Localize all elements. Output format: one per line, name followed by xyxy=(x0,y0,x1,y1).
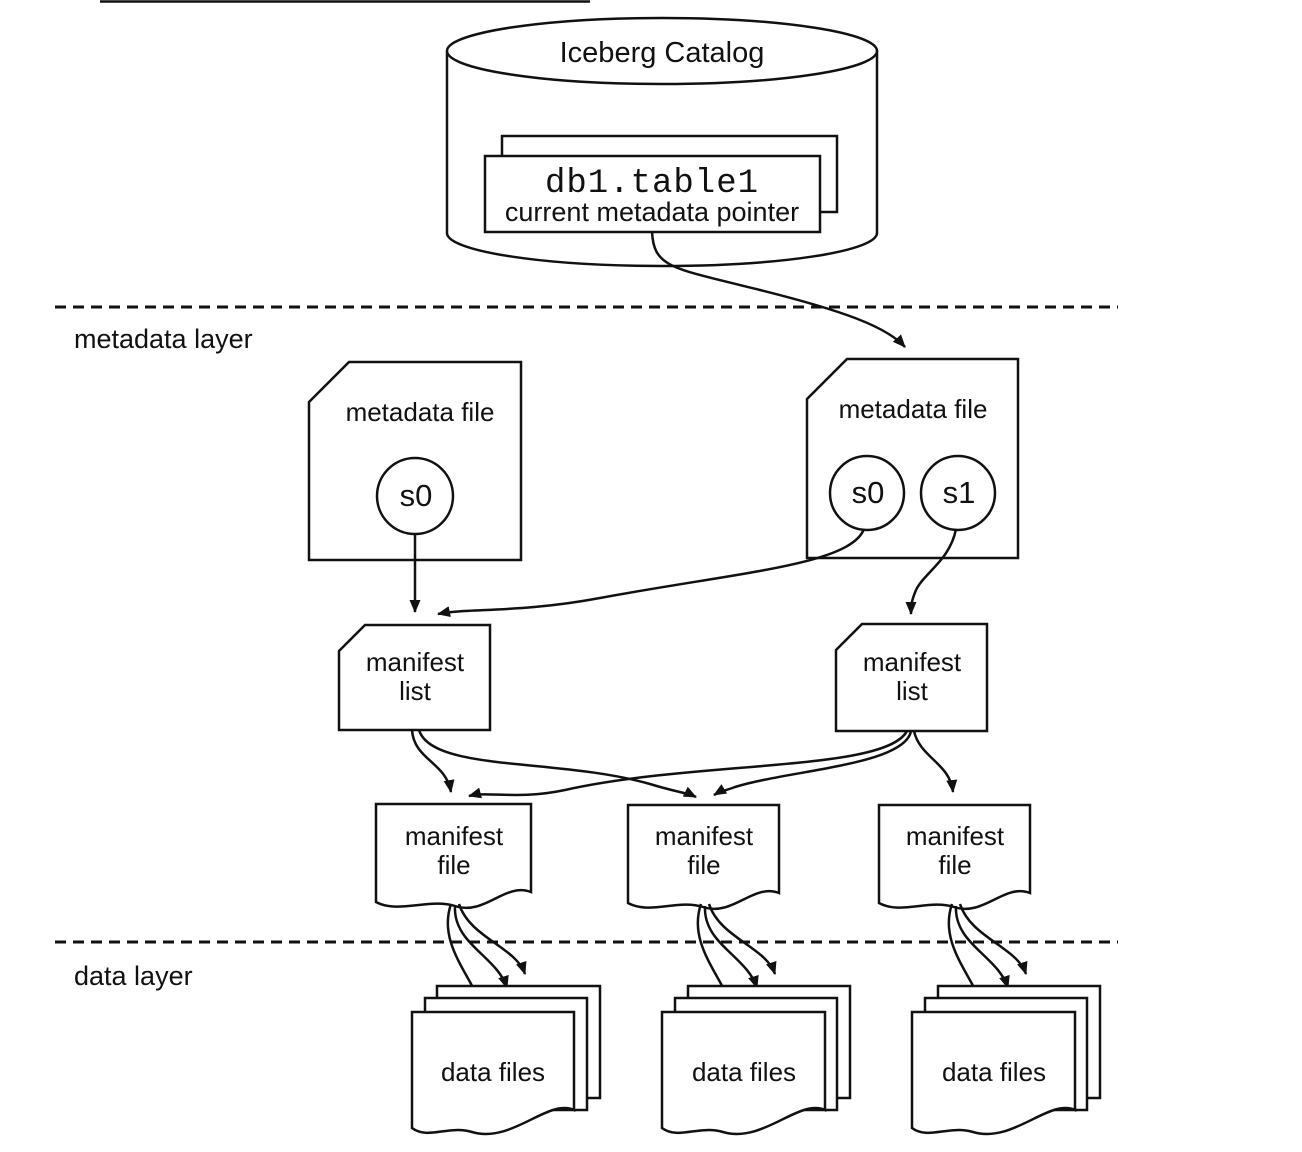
snapshot-s0-circle-2 xyxy=(828,454,906,532)
manifest-list-2-label: manifest list xyxy=(863,648,961,706)
metadata-file-2-shape xyxy=(805,357,1020,560)
catalog-title: Iceberg Catalog xyxy=(559,37,765,69)
data-layer-label: data layer xyxy=(74,961,193,991)
arrow-s1-to-manifest-list-2 xyxy=(905,528,958,615)
manifest-file-3-label-line2: file xyxy=(938,850,972,880)
data-files-1-label: data files xyxy=(440,1057,546,1087)
manifest-file-1-label-line2: file xyxy=(437,850,471,880)
arrow-manifest-file-2-to-data-files-c xyxy=(707,903,777,975)
manifest-list-1-shape xyxy=(337,623,492,732)
arrow-s0-2-to-manifest-list-1 xyxy=(437,528,866,617)
current-metadata-pointer-label: current metadata pointer xyxy=(504,197,800,227)
snapshot-s1-circle xyxy=(919,454,997,532)
data-files-1-sheet-front xyxy=(410,1010,576,1136)
snapshot-s0-label-2: s0 xyxy=(851,475,885,510)
manifest-list-1-label-line1: manifest xyxy=(365,647,465,677)
manifest-file-2-label-line1: manifest xyxy=(654,821,754,851)
manifest-list-1-label: manifest list xyxy=(366,648,464,706)
metadata-file-1-label: metadata file xyxy=(345,397,495,427)
arrow-manifest-list-2-to-manifest-file-3 xyxy=(912,730,958,793)
arrow-manifest-list-1-to-manifest-file-1 xyxy=(410,729,455,793)
arrow-manifest-file-3-to-data-files-c xyxy=(958,903,1028,975)
arrow-manifest-file-3-to-data-files-b xyxy=(954,905,1010,989)
table-identifier-text: db1.table1 xyxy=(544,165,760,203)
manifest-file-1-label-line1: manifest xyxy=(404,821,504,851)
data-files-stack-3 xyxy=(910,984,1102,1136)
manifest-list-2-label-line1: manifest xyxy=(862,647,962,677)
manifest-file-2-label-line2: file xyxy=(687,850,721,880)
manifest-file-3-label: manifest file xyxy=(906,822,1004,880)
metadata-file-2-label: metadata file xyxy=(838,394,988,424)
data-files-stack-1 xyxy=(410,984,602,1136)
arrow-manifest-list-2-to-manifest-file-1 xyxy=(468,730,909,799)
arrow-manifest-file-1-to-data-files-c xyxy=(457,903,527,975)
snapshot-s1-label: s1 xyxy=(942,475,976,510)
data-files-3-sheet-front xyxy=(910,1010,1077,1136)
data-files-2-sheet-front xyxy=(660,1010,827,1136)
manifest-file-1-label: manifest file xyxy=(405,822,503,880)
manifest-file-3-label-line1: manifest xyxy=(905,821,1005,851)
manifest-file-2-label: manifest file xyxy=(655,822,753,880)
arrow-manifest-list-2-to-manifest-file-2 xyxy=(713,730,913,797)
manifest-list-2-shape xyxy=(834,622,989,733)
manifest-file-2-shape xyxy=(626,803,781,911)
arrow-pointer-to-metadata-file-2 xyxy=(650,231,906,348)
manifest-file-3-shape xyxy=(877,803,1032,911)
metadata-layer-label: metadata layer xyxy=(74,324,253,354)
catalog-cylinder-top xyxy=(445,16,879,86)
data-files-stack-2 xyxy=(660,984,852,1136)
data-files-3-label: data files xyxy=(941,1057,1047,1087)
manifest-list-1-label-line2: list xyxy=(399,676,431,706)
arrow-manifest-list-1-to-manifest-file-2 xyxy=(417,729,697,799)
data-files-2-label: data files xyxy=(691,1057,797,1087)
manifest-list-2-label-line2: list xyxy=(896,676,928,706)
arrow-manifest-file-2-to-data-files-b xyxy=(703,905,759,989)
snapshot-s0-label-1: s0 xyxy=(399,478,433,513)
arrow-manifest-file-1-to-data-files-b xyxy=(453,905,509,989)
